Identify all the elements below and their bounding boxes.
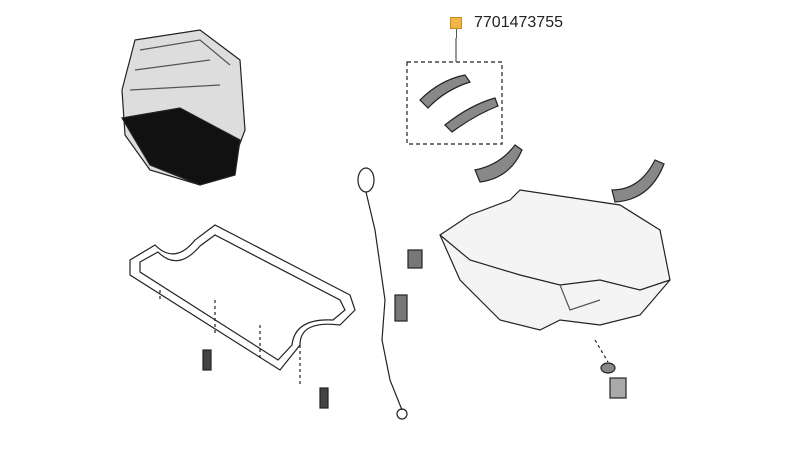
bolt[interactable] xyxy=(202,349,212,371)
drain-plug[interactable] xyxy=(594,339,627,399)
engine-assembly[interactable] xyxy=(121,29,246,186)
marker-leader-line xyxy=(456,29,457,38)
bolt[interactable] xyxy=(407,249,423,269)
oil-pan[interactable] xyxy=(439,189,671,331)
oil-pan-gasket[interactable] xyxy=(129,224,356,385)
front-seal[interactable] xyxy=(611,159,665,203)
part-number-label[interactable]: 7701473755 xyxy=(474,14,563,31)
bolt[interactable] xyxy=(319,387,329,409)
part-marker-icon[interactable] xyxy=(450,17,462,29)
rear-seal[interactable] xyxy=(474,144,523,183)
oil-dipstick[interactable] xyxy=(357,167,408,420)
seal-kit[interactable] xyxy=(406,38,503,145)
bolt[interactable] xyxy=(394,294,408,322)
